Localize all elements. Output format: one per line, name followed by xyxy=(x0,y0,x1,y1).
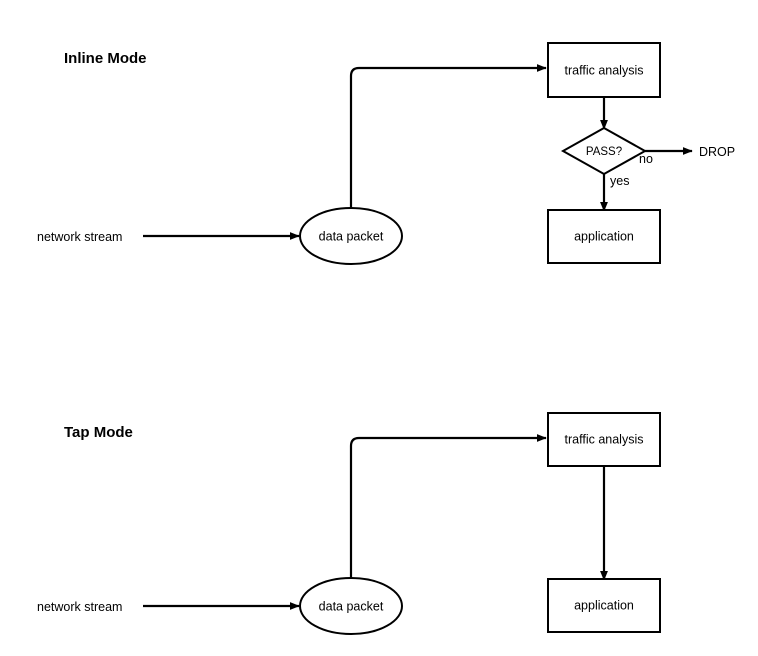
tap-traffic-analysis-node xyxy=(547,412,661,467)
inline-yes-branch-label: yes xyxy=(610,174,629,188)
inline-application-node xyxy=(547,209,661,264)
inline-pass-decision-label: PASS? xyxy=(586,146,622,158)
inline-data-packet-label: data packet xyxy=(319,229,384,243)
tap-network-stream-label: network stream xyxy=(37,600,122,614)
tap-application-node xyxy=(547,578,661,633)
tap-traffic-analysis-label: traffic analysis xyxy=(565,432,644,446)
inline-application-label: application xyxy=(574,229,634,243)
inline-network-stream-label: network stream xyxy=(37,230,122,244)
inline-packet-to-analysis-connector xyxy=(349,64,547,208)
tap-mode-title: Tap Mode xyxy=(64,424,133,441)
tap-data-packet-label: data packet xyxy=(319,599,384,613)
inline-no-branch-label: no xyxy=(639,152,653,166)
tap-application-label: application xyxy=(574,598,634,612)
tap-packet-to-analysis-connector xyxy=(349,434,547,578)
inline-mode-title: Inline Mode xyxy=(64,50,147,67)
inline-traffic-analysis-label: traffic analysis xyxy=(565,63,644,77)
inline-drop-label: DROP xyxy=(699,145,735,159)
inline-traffic-analysis-node xyxy=(547,42,661,98)
